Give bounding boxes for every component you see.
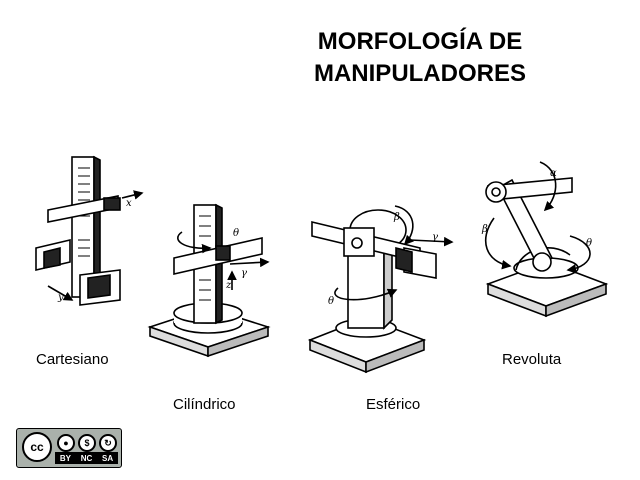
cc-tag-sa: SA — [101, 453, 114, 463]
label-gamma-cyl: γ — [241, 268, 247, 279]
title-line-1: MORFOLOGÍA DE — [317, 28, 523, 55]
label-cilindrico: Cilíndrico — [173, 396, 236, 413]
label-revoluta: Revoluta — [502, 351, 562, 368]
creative-commons-badge: cc ● $ ↻ BY NC SA — [16, 428, 122, 468]
label-theta-cyl: θ — [233, 228, 239, 239]
spherical-robot-illustration — [307, 205, 454, 374]
cartesian-robot-illustration — [35, 155, 144, 306]
attribution-icon: ● — [57, 434, 75, 452]
noncommercial-icon: $ — [78, 434, 96, 452]
label-z: z — [225, 280, 232, 291]
label-cartesiano: Cartesiano — [36, 351, 109, 368]
cylindrical-robot-illustration — [147, 203, 271, 358]
label-alpha: α — [550, 168, 557, 179]
label-gamma-sph: γ — [432, 232, 438, 243]
label-y: y — [57, 292, 64, 303]
label-theta-sph: θ — [328, 296, 334, 307]
revolute-robot-illustration — [484, 161, 609, 318]
label-beta-rev: β — [481, 224, 488, 235]
sharealike-icon: ↻ — [99, 434, 117, 452]
label-beta-sph: β — [393, 212, 400, 223]
label-theta-rev: θ — [586, 238, 592, 249]
cc-license-strip: BY NC SA — [55, 452, 118, 464]
cc-tag-by: BY — [59, 453, 71, 463]
title-line-2: MANIPULADORES — [313, 60, 526, 87]
label-x: x — [126, 198, 132, 209]
cc-tag-nc: NC — [80, 453, 93, 463]
page-title: MORFOLOGÍA DE MANIPULADORES — [240, 26, 600, 90]
cc-logo-icon: cc — [22, 432, 52, 462]
label-esferico: Esférico — [366, 396, 421, 413]
